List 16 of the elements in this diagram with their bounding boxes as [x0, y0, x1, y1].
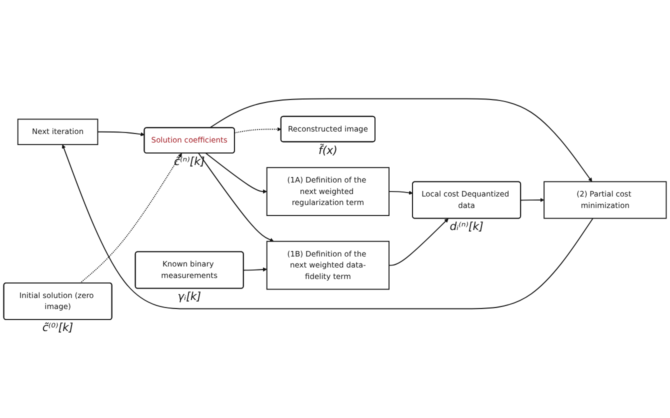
arrow: [388, 218, 449, 266]
arrow: [243, 267, 268, 272]
arrow: [205, 152, 268, 194]
arrow: [80, 152, 182, 284]
math-annotation: f̃(x): [318, 144, 338, 157]
arrow: [62, 144, 594, 310]
arrow: [198, 152, 274, 242]
arrow: [388, 190, 413, 195]
math-annotation: c̃⁽⁰⁾[k]: [42, 321, 74, 334]
arrow: [520, 198, 544, 202]
math-annotation: γᵢ[k]: [178, 290, 202, 304]
arrow: [234, 127, 282, 134]
arrow: [97, 131, 145, 136]
math-annotation: c̃⁽ⁿ⁾[k]: [174, 154, 205, 168]
math-annotation: dᵢ⁽ⁿ⁾[k]: [450, 220, 484, 234]
arrow: [209, 98, 592, 182]
